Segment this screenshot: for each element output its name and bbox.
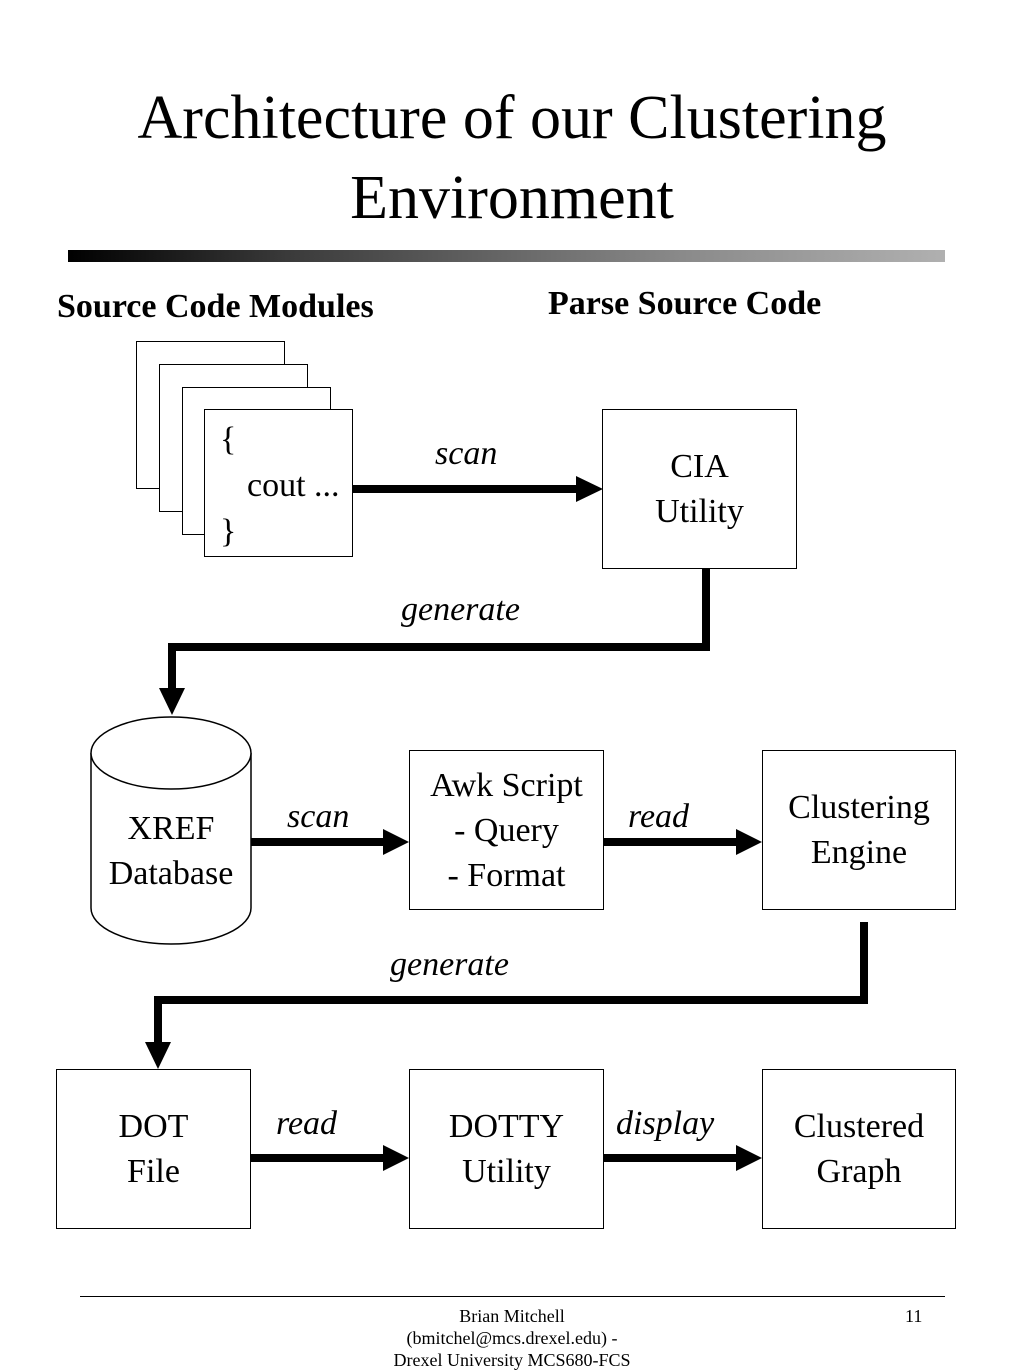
edge-label-read-2: read [276, 1105, 338, 1142]
dot-file-box: DOT File [56, 1069, 251, 1229]
edge-label-read-1: read [628, 798, 690, 835]
dotty-utility-label: DOTTY Utility [448, 1108, 565, 1190]
footer-divider [80, 1296, 945, 1297]
dot-file-label: DOT File [118, 1108, 189, 1190]
edge-label-display: display [616, 1105, 715, 1142]
awk-script-label: Awk Script - Query - Format [430, 766, 583, 894]
xref-database-cylinder [90, 716, 252, 945]
slide-footer: Brian Mitchell (bmitchel@mcs.drexel.edu)… [393, 1306, 631, 1370]
clustered-graph-label: Clustered Graph [793, 1108, 925, 1190]
heading-source-code-modules: Source Code Modules [57, 288, 374, 325]
arrow-read-awk-to-engine [604, 829, 762, 855]
edge-label-generate-1: generate [401, 591, 520, 628]
title-divider [68, 250, 945, 262]
arrow-read-dot-to-dotty [251, 1145, 409, 1171]
page-number: 11 [905, 1306, 923, 1326]
source-code-statement: cout ... [247, 467, 340, 504]
arrow-generate-cia-to-xref [159, 569, 710, 715]
arrow-generate-engine-to-dot [145, 922, 868, 1069]
cia-utility-label: CIA Utility [655, 448, 744, 530]
clustering-engine-box: Clustering Engine [762, 750, 956, 910]
edge-label-scan-1: scan [435, 435, 498, 472]
edge-label-generate-2: generate [390, 946, 509, 983]
slide-title: Architecture of our Clustering Environme… [137, 84, 887, 232]
source-code-close-brace: } [220, 513, 237, 550]
arrow-scan-xref-to-awk [251, 829, 409, 855]
xref-database-label: XREF Database [108, 810, 234, 892]
arrow-scan-source-to-cia [353, 476, 603, 502]
source-page-front [204, 409, 353, 557]
awk-script-box: Awk Script - Query - Format [409, 750, 604, 910]
heading-parse-source-code: Parse Source Code [548, 285, 822, 322]
clustered-graph-box: Clustered Graph [762, 1069, 956, 1229]
dotty-utility-box: DOTTY Utility [409, 1069, 604, 1229]
edge-label-scan-2: scan [287, 798, 350, 835]
arrow-display-dotty-to-graph [604, 1145, 762, 1171]
cia-utility-box: CIA Utility [602, 409, 797, 569]
clustering-engine-label: Clustering Engine [788, 789, 930, 871]
source-code-open-brace: { [220, 421, 237, 458]
